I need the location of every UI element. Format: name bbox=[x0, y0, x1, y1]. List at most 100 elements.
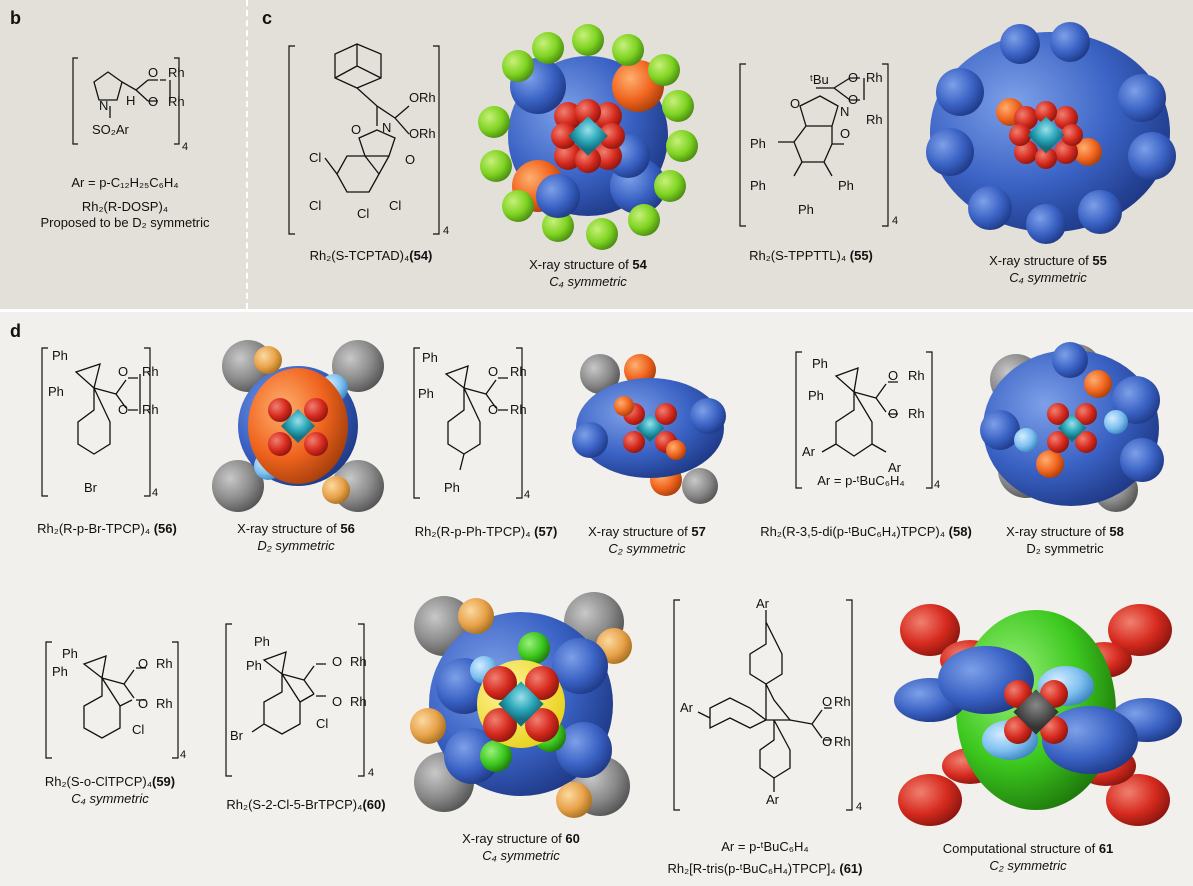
atom-rh: Rh bbox=[156, 696, 173, 711]
compound-number-57: 57 bbox=[691, 524, 706, 539]
comp-label-61: Computational structure of bbox=[942, 841, 1096, 856]
atom-rh: Rh bbox=[350, 694, 367, 709]
symmetry-58: D₂ symmetric bbox=[1026, 541, 1104, 556]
subscript-4: 4 bbox=[524, 489, 530, 501]
atom-ph: Ph bbox=[812, 356, 828, 371]
ar-definition-58: Ar = p-ᵗBuC₆H₄ bbox=[817, 473, 905, 488]
atom-ar: Ar bbox=[802, 444, 816, 459]
atom-rh: Rh bbox=[866, 112, 883, 127]
caption-xray-54: X-ray structure of 54 C₄ symmetric bbox=[498, 256, 678, 290]
atom-h: H bbox=[126, 93, 135, 108]
subscript-4: 4 bbox=[934, 479, 940, 491]
name-56: Rh₂(R-p-Br-TPCP)₄ bbox=[37, 521, 151, 536]
atom-o: O bbox=[148, 65, 158, 80]
panel-label-c: c bbox=[262, 8, 273, 28]
caption-xray-58: X-ray structure of 58 D₂ symmetric bbox=[990, 523, 1140, 557]
atom-cl: Cl bbox=[357, 206, 369, 221]
atom-n: N bbox=[382, 120, 391, 135]
atom-o: O bbox=[488, 364, 498, 379]
symmetry-54: C₄ symmetric bbox=[549, 274, 627, 289]
name-55: Rh₂(S-TPPTTL)₄ bbox=[749, 248, 847, 263]
atom-ph: Ph bbox=[52, 348, 68, 363]
structure-56: Ph Ph O O Rh Rh Br 4 bbox=[41, 347, 159, 499]
atom-rh: Rh bbox=[350, 654, 367, 669]
atom-rh: Rh bbox=[168, 65, 185, 80]
atom-cl: Cl bbox=[309, 150, 321, 165]
atom-ph: Ph bbox=[838, 178, 854, 193]
atom-o: O bbox=[332, 694, 342, 709]
name-58: Rh₂(R-3,5-di(p-ᵗBuC₆H₄)TPCP)₄ bbox=[760, 524, 946, 539]
atom-rh: Rh bbox=[168, 94, 185, 109]
atom-ph: Ph bbox=[254, 634, 270, 649]
atom-o: O bbox=[790, 96, 800, 111]
atom-rh: Rh bbox=[419, 90, 436, 105]
atom-ph: Ph bbox=[444, 480, 460, 495]
compound-number-57: (57) bbox=[534, 524, 558, 539]
atom-ph: Ph bbox=[808, 388, 824, 403]
computational-image-61 bbox=[894, 604, 1182, 826]
caption-59: Rh₂(S-o-ClTPCP)₄(59) C₄ symmetric bbox=[24, 773, 196, 807]
atom-ar: Ar bbox=[680, 700, 694, 715]
atom-rh: Rh bbox=[908, 406, 925, 421]
atom-br: Br bbox=[230, 728, 244, 743]
space-fill-model bbox=[572, 354, 726, 504]
atom-rh: Rh bbox=[142, 364, 159, 379]
atom-o: O bbox=[888, 368, 898, 383]
atom-rh: Rh bbox=[510, 364, 527, 379]
atom-ph: Ph bbox=[422, 350, 438, 365]
xray-label-58: X-ray structure of bbox=[1006, 524, 1106, 539]
space-fill-model bbox=[212, 340, 384, 512]
atom-ph: Ph bbox=[750, 136, 766, 151]
xray-image-58 bbox=[980, 342, 1164, 512]
compound-number-54: (54) bbox=[409, 248, 433, 263]
atom-ph: Ph bbox=[48, 384, 64, 399]
atom-ph: Ph bbox=[246, 658, 262, 673]
xray-label-60: X-ray structure of bbox=[462, 831, 562, 846]
name-61: Rh₂[R-tris(p-ᵗBuC₆H₄)TPCP]₄ bbox=[667, 861, 836, 876]
xray-image-57 bbox=[572, 354, 726, 504]
structure-57: Ph Ph O O Rh Rh Ph 4 bbox=[413, 347, 530, 501]
caption-56: Rh₂(R-p-Br-TPCP)₄ (56) bbox=[12, 520, 202, 537]
space-fill-model bbox=[980, 342, 1164, 512]
atom-cl: Cl bbox=[316, 716, 328, 731]
caption-xray-56: X-ray structure of 56 D₂ symmetric bbox=[206, 520, 386, 554]
atom-o: O bbox=[488, 402, 498, 417]
caption-comp-61: Computational structure of 61 C₂ symmetr… bbox=[930, 840, 1126, 874]
atom-tbu: ᵗBu bbox=[810, 72, 829, 87]
atom-rh: Rh bbox=[156, 656, 173, 671]
space-fill-model bbox=[478, 24, 698, 250]
compound-number-61: 61 bbox=[1098, 841, 1114, 856]
structure-61: Ar Ar Ar O O Rh Rh 4 bbox=[673, 596, 862, 813]
atom-rh: Rh bbox=[866, 70, 883, 85]
atom-o: O bbox=[118, 402, 128, 417]
dashed-separator bbox=[246, 0, 248, 309]
subscript-4: 4 bbox=[368, 767, 374, 779]
compound-number-54: 54 bbox=[632, 257, 647, 272]
symmetry-59: C₄ symmetric bbox=[71, 791, 149, 806]
name-54: Rh₂(S-TCPTAD)₄ bbox=[309, 248, 410, 263]
caption-54: Rh₂(S-TCPTAD)₄(54) bbox=[286, 247, 456, 264]
atom-o: O bbox=[138, 696, 148, 711]
structure-59: Ph Ph O O Rh Rh Cl 4 bbox=[45, 641, 186, 761]
compound-number-60: 60 bbox=[565, 831, 580, 846]
compound-number-56: (56) bbox=[153, 521, 177, 536]
atom-rh: Rh bbox=[834, 734, 851, 749]
subscript-4: 4 bbox=[180, 749, 186, 761]
atom-o: O bbox=[848, 92, 858, 107]
dosp-ar-definition: Ar = p-C₁₂H₂₅C₆H₄ bbox=[71, 175, 179, 190]
space-fill-model bbox=[894, 604, 1182, 826]
symmetry-56: D₂ symmetric bbox=[257, 538, 335, 553]
atom-cl: Cl bbox=[132, 722, 144, 737]
atom-n: N bbox=[840, 104, 849, 119]
caption-xray-60: X-ray structure of 60 C₄ symmetric bbox=[446, 830, 596, 864]
caption-55: Rh₂(S-TPPTTL)₄ (55) bbox=[736, 247, 886, 264]
compound-number-59: (59) bbox=[152, 774, 176, 789]
xray-image-60 bbox=[410, 592, 632, 818]
atom-o: O bbox=[822, 734, 832, 749]
subscript-4: 4 bbox=[182, 141, 188, 153]
structure-dosp: N H O O Rh Rh SO₂Ar 4 bbox=[72, 57, 188, 153]
symmetry-55: C₄ symmetric bbox=[1009, 270, 1087, 285]
compound-number-56: 56 bbox=[340, 521, 355, 536]
atom-so2ar: SO₂Ar bbox=[92, 122, 130, 137]
